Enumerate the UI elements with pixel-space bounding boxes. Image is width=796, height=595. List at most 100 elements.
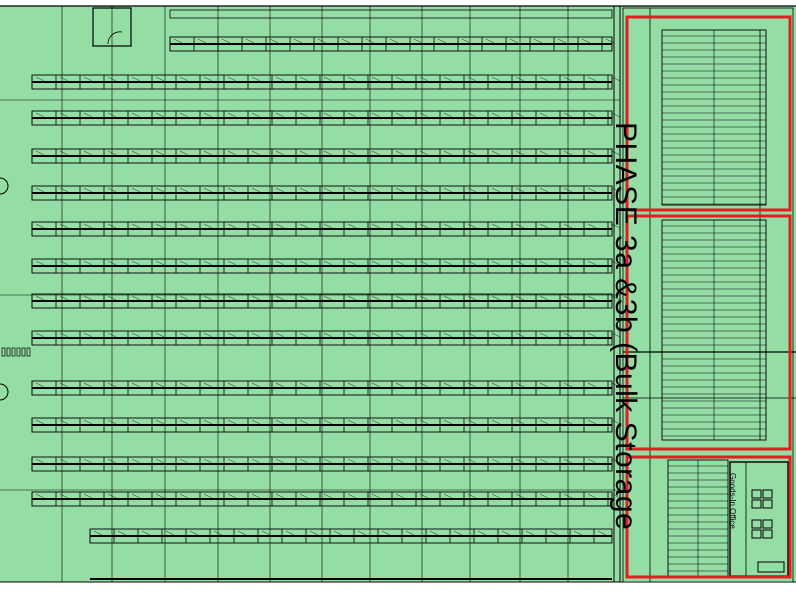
pallet-mark [131,295,141,301]
pallet-mark [251,187,261,193]
pallet-mark [611,260,621,266]
dock-marker [1,347,6,357]
pallet-mark [299,150,309,156]
pallet-mark [485,38,495,44]
pallet-mark [461,38,471,44]
pallet-mark [347,150,357,156]
pallet-mark [587,419,597,425]
pallet-mark [59,187,69,193]
door-box [92,7,132,47]
pallet-mark [299,223,309,229]
highlight-box [625,214,792,451]
pallet-mark [59,332,69,338]
office-desk [762,529,773,539]
pallet-mark [251,382,261,388]
pallet-mark [371,112,381,118]
pallet-mark [179,112,189,118]
pallet-mark [275,382,285,388]
pallet-mark [251,493,261,499]
pallet-mark [227,223,237,229]
pallet-mark [203,332,213,338]
pallet-mark [299,187,309,193]
pallet-mark [405,530,415,536]
pallet-mark [275,260,285,266]
pallet-mark [539,382,549,388]
pallet-mark [107,419,117,425]
pallet-mark [443,187,453,193]
pallet-mark [539,458,549,464]
pallet-mark [203,295,213,301]
pallet-mark [59,76,69,82]
racking-rows [31,9,621,580]
pallet-mark [251,150,261,156]
pallet-mark [261,530,271,536]
pallet-mark [467,332,477,338]
pallet-mark [587,295,597,301]
pallet-mark [491,150,501,156]
pallet-mark [539,112,549,118]
pallet-mark [269,38,279,44]
pallet-mark [395,187,405,193]
pallet-mark [107,458,117,464]
pallet-mark [587,260,597,266]
pallet-mark [443,493,453,499]
office-desk-cluster [751,519,773,539]
pallet-mark [299,295,309,301]
pallet-mark [611,382,621,388]
pallet-mark [515,332,525,338]
pallet-mark [395,458,405,464]
office-desk [751,519,762,529]
pallet-mark [275,419,285,425]
pallet-mark [179,76,189,82]
pallet-mark [371,419,381,425]
pallet-mark [131,223,141,229]
pallet-mark [35,493,45,499]
pallet-mark [179,419,189,425]
pallet-mark [611,419,621,425]
pallet-mark [395,260,405,266]
pallet-mark [467,458,477,464]
pallet-mark [299,332,309,338]
pallet-mark [251,112,261,118]
pallet-mark [347,260,357,266]
pallet-mark [165,530,175,536]
pallet-mark [611,295,621,301]
pallet-mark [443,260,453,266]
pallet-mark [491,223,501,229]
pallet-mark [83,419,93,425]
pallet-mark [155,332,165,338]
side-door [0,383,9,401]
pallet-mark [213,530,223,536]
pallet-mark [611,493,621,499]
pallet-mark [539,223,549,229]
side-door [0,177,9,195]
pallet-mark [477,530,487,536]
dock-marker [6,347,11,357]
pallet-mark [155,382,165,388]
pallet-mark [203,76,213,82]
pallet-mark [365,38,375,44]
pallet-mark [251,260,261,266]
pallet-mark [347,76,357,82]
office-desk [762,519,773,529]
pallet-mark [299,419,309,425]
pallet-mark [347,332,357,338]
pallet-mark [467,382,477,388]
pallet-mark [371,223,381,229]
pallet-mark [323,419,333,425]
pallet-mark [533,38,543,44]
pallet-mark [323,112,333,118]
pallet-mark [323,150,333,156]
pallet-mark [323,260,333,266]
pallet-mark [515,150,525,156]
pallet-mark [251,295,261,301]
pallet-mark [107,295,117,301]
pallet-mark [131,332,141,338]
pallet-mark [347,112,357,118]
pallet-mark [59,295,69,301]
pallet-mark [491,295,501,301]
pallet-mark [557,38,567,44]
pallet-mark [515,260,525,266]
goods-in-office [729,461,789,577]
pallet-mark [587,493,597,499]
